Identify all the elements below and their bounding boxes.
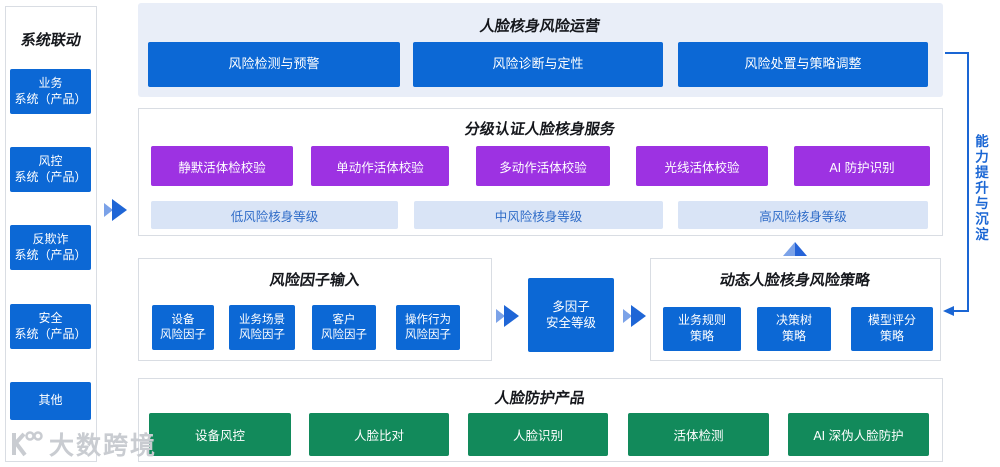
protection-products-section: 人脸防护产品 设备风控 人脸比对 人脸识别 活体检测 AI 深伪人脸防护 (138, 378, 943, 462)
risk-level-bar-medium: 中风险核身等级 (414, 201, 663, 229)
risk-ops-item-diagnosis: 风险诊断与定性 (413, 42, 663, 87)
product-device-risk-control: 设备风控 (149, 413, 291, 456)
protection-products-title: 人脸防护产品 (494, 390, 587, 407)
product-ai-deepfake-defense: AI 深伪人脸防护 (788, 413, 929, 456)
product-face-recognition: 人脸识别 (468, 413, 608, 456)
graded-verification-section: 分级认证人脸核身服务 静默活体检校验 单动作活体校验 多动作活体校验 光线活体校… (138, 108, 943, 236)
liveness-check-ai-defense: AI 防护识别 (794, 146, 930, 186)
sidebar-item-anti-fraud-system: 反欺诈 系统（产品） (10, 225, 91, 270)
product-liveness-detection: 活体检测 (628, 413, 769, 456)
capability-improvement-label: 能力提升与沉淀 (973, 134, 988, 243)
sidebar-item-security-system: 安全 系统（产品） (10, 304, 91, 349)
strategy-decision-tree: 决策树 策略 (757, 307, 831, 351)
feedback-loop-arrow (943, 52, 969, 316)
multi-factor-security-level-box: 多因子 安全等级 (528, 278, 614, 352)
risk-operations-title: 人脸核身风险运营 (479, 18, 602, 35)
sidebar-item-business-system: 业务 系统（产品） (10, 69, 91, 114)
dynamic-strategy-title: 动态人脸核身风险策略 (719, 272, 872, 289)
risk-factor-scenario: 业务场景 风险因子 (229, 305, 295, 350)
watermark: 大数跨境 (8, 426, 157, 462)
system-linkage-title: 系统联动 (19, 32, 83, 49)
risk-level-bar-low: 低风险核身等级 (151, 201, 398, 229)
product-face-comparison: 人脸比对 (309, 413, 449, 456)
risk-factor-input-section: 风险因子输入 设备 风险因子 业务场景 风险因子 客户 风险因子 操作行为 风险… (138, 258, 492, 361)
liveness-check-multi-action: 多动作活体校验 (476, 146, 610, 186)
risk-factor-customer: 客户 风险因子 (312, 305, 376, 350)
flow-arrow-up-icon (783, 242, 807, 256)
sidebar-item-other: 其他 (10, 382, 91, 420)
liveness-check-silent: 静默活体检校验 (151, 146, 293, 186)
risk-operations-section: 人脸核身风险运营 风险检测与预警 风险诊断与定性 风险处置与策略调整 (138, 3, 943, 97)
risk-factor-input-title: 风险因子输入 (268, 272, 362, 289)
dynamic-strategy-section: 动态人脸核身风险策略 业务规则 策略 决策树 策略 模型评分 策略 (650, 258, 941, 361)
graded-verification-title: 分级认证人脸核身服务 (464, 121, 617, 138)
watermark-text: 大数跨境 (49, 432, 158, 460)
flow-arrow-right-icon (104, 199, 127, 221)
flow-arrow-right-icon (623, 305, 646, 327)
liveness-check-single-action: 单动作活体校验 (311, 146, 449, 186)
risk-ops-item-detection: 风险检测与预警 (148, 42, 400, 87)
risk-level-bar-high: 高风险核身等级 (678, 201, 928, 229)
system-linkage-panel: 系统联动 业务 系统（产品） 风控 系统（产品） 反欺诈 系统（产品） 安全 系… (5, 6, 97, 462)
risk-factor-device: 设备 风险因子 (152, 305, 214, 350)
risk-ops-item-disposal: 风险处置与策略调整 (678, 42, 928, 87)
sidebar-item-risk-control-system: 风控 系统（产品） (10, 147, 91, 192)
liveness-check-light: 光线活体校验 (636, 146, 768, 186)
watermark-logo-icon (12, 431, 43, 457)
strategy-business-rules: 业务规则 策略 (663, 307, 741, 351)
strategy-model-scoring: 模型评分 策略 (851, 307, 933, 351)
flow-arrow-right-icon (496, 305, 519, 327)
risk-factor-behavior: 操作行为 风险因子 (396, 305, 460, 350)
